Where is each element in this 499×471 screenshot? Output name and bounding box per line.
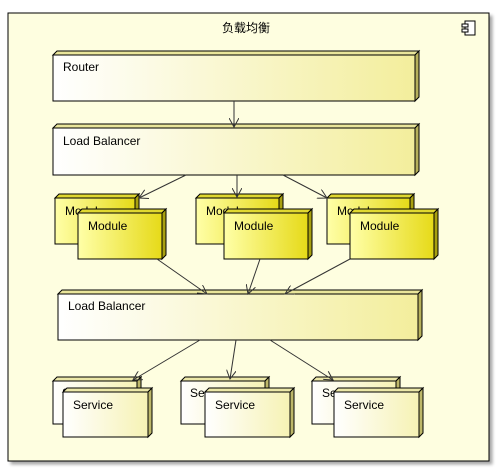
arrow-module-2-to-lb xyxy=(248,258,261,294)
connectors xyxy=(133,101,351,380)
module-node-front[interactable]: Module xyxy=(76,207,168,261)
arrow-lb-to-module-1 xyxy=(139,174,187,198)
module-group-1: Module Module xyxy=(53,192,168,261)
module-group-3: Module Module xyxy=(325,192,440,261)
arrow-module-1-to-lb xyxy=(156,258,207,294)
arrow-lb-to-module-3 xyxy=(282,174,327,198)
module-label: Module xyxy=(234,219,274,233)
arrow-module-3-to-lb xyxy=(285,258,351,294)
load-balancer-top-node[interactable]: Load Balancer xyxy=(51,122,421,177)
router-label: Router xyxy=(63,60,99,74)
service-label: Service xyxy=(344,398,384,412)
service-group-1: Service Service xyxy=(51,375,154,439)
service-group-3: Service Service xyxy=(310,375,425,439)
router-node[interactable]: Router xyxy=(51,49,421,103)
service-node-front[interactable]: Service xyxy=(61,386,154,439)
service-node-front[interactable]: Service xyxy=(203,386,296,439)
service-label: Service xyxy=(73,398,113,412)
load-balancer-bottom-node[interactable]: Load Balancer xyxy=(56,288,424,342)
module-group-2: Module Module xyxy=(194,192,314,261)
arrow-lb-to-service-1 xyxy=(133,339,201,380)
service-label: Service xyxy=(215,398,255,412)
load-balancer-top-label: Load Balancer xyxy=(63,134,140,148)
arrow-lb-to-service-2 xyxy=(230,339,237,379)
frame-title: 负载均衡 xyxy=(222,21,270,35)
module-node-front[interactable]: Module xyxy=(222,207,314,261)
service-group-2: Service Service xyxy=(179,375,296,439)
module-label: Module xyxy=(360,219,400,233)
arrow-lb-to-service-3 xyxy=(269,339,333,380)
load-balancer-bottom-label: Load Balancer xyxy=(68,299,145,313)
module-node-front[interactable]: Module xyxy=(348,207,440,261)
module-label: Module xyxy=(88,219,128,233)
component-icon xyxy=(461,20,476,36)
service-node-front[interactable]: Service xyxy=(332,386,425,439)
